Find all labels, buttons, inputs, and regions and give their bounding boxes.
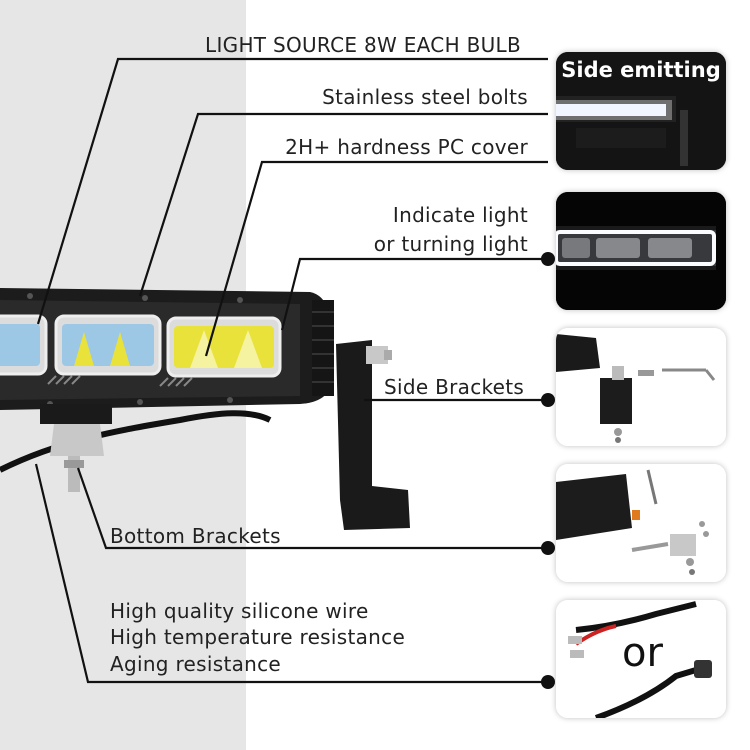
led-modules [0, 314, 282, 378]
label-aging-resistance: Aging resistance [110, 652, 282, 676]
label-stainless-bolts: Stainless steel bolts [322, 85, 528, 109]
label-bottom-brackets: Bottom Brackets [110, 524, 281, 548]
wire-cable [0, 410, 272, 473]
side-brackets-parts-image [556, 328, 726, 446]
label-temperature-resistance: High temperature resistance [110, 625, 406, 649]
wire-options-image [556, 600, 726, 718]
bottom-bracket-illustration [40, 404, 112, 492]
callout-lines [34, 57, 548, 684]
thumb-side-emitting: Side emitting [556, 52, 726, 170]
label-pc-cover: 2H+ hardness PC cover [285, 135, 528, 159]
callout-dots [541, 252, 555, 689]
label-turning-light: or turning light [373, 232, 528, 256]
side-emitting-image [556, 52, 726, 170]
heat-sink-ribs [312, 300, 334, 396]
label-light-source: LIGHT SOURCE 8W EACH BULB [205, 33, 521, 57]
thumb-side-brackets [556, 328, 726, 446]
side-bracket-illustration [336, 340, 410, 530]
light-bar [0, 288, 334, 410]
label-silicone-wire: High quality silicone wire [110, 599, 369, 623]
wire-option-or-text: or [622, 630, 663, 676]
thumb-bottom-brackets [556, 464, 726, 582]
vent-lines [47, 375, 193, 387]
thumb-indicate-light [556, 192, 726, 310]
thumb-wire-options: or [556, 600, 726, 718]
indicate-light-image [556, 192, 726, 310]
label-side-brackets: Side Brackets [384, 375, 525, 399]
label-indicate-light: Indicate light [392, 203, 528, 227]
side-emitting-title: Side emitting [561, 58, 721, 82]
bottom-brackets-parts-image [556, 464, 726, 582]
